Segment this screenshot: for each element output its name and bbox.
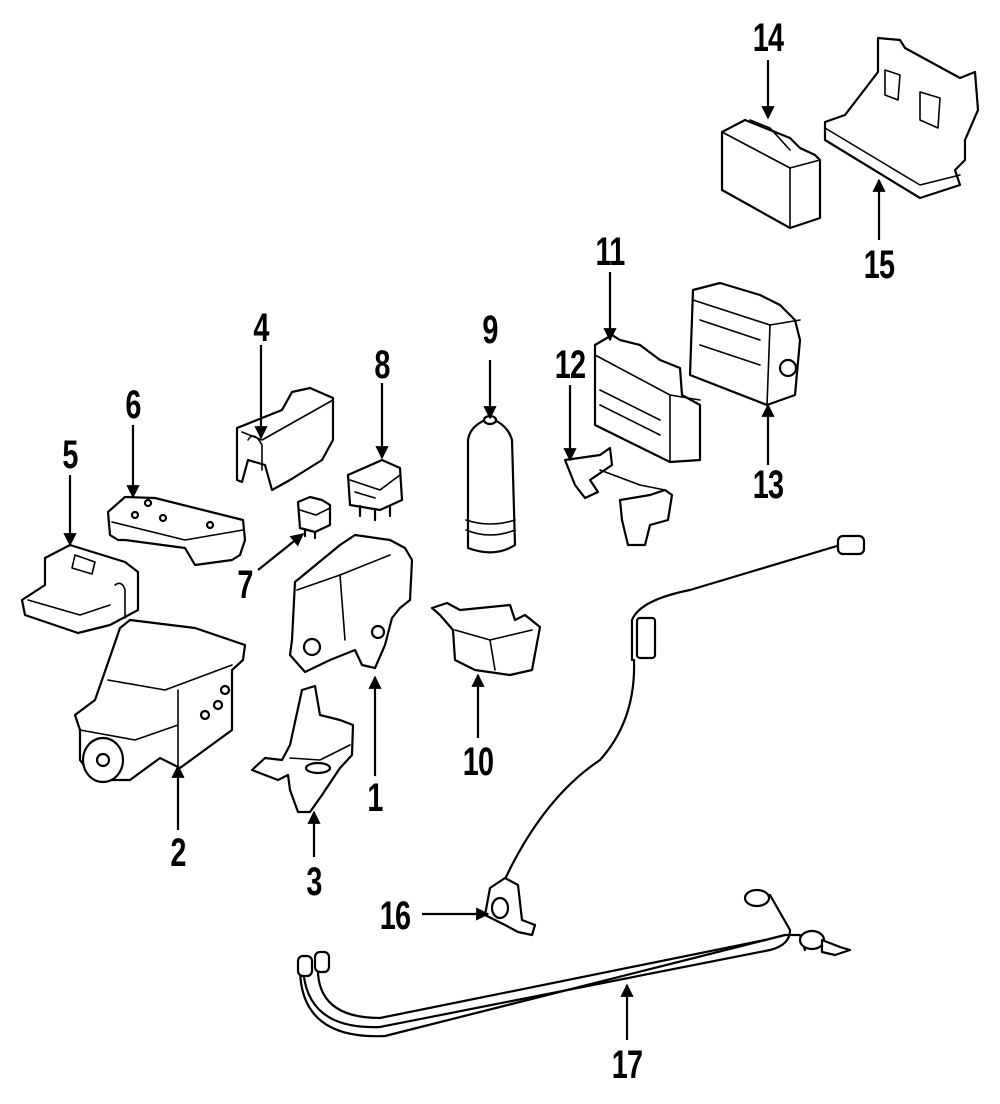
part-6-mounting-plate[interactable] (106, 495, 247, 567)
part-9-pressure-accumulator[interactable] (465, 414, 517, 554)
callout-15[interactable]: 15 (863, 243, 895, 287)
part-3-mounting-bracket[interactable] (250, 684, 355, 814)
callout-10[interactable]: 10 (462, 740, 494, 784)
part-8-relay[interactable] (346, 458, 404, 522)
callout-1[interactable]: 1 (367, 776, 383, 820)
callout-11[interactable]: 11 (595, 230, 625, 274)
callout-9[interactable]: 9 (482, 308, 498, 352)
callout-13[interactable]: 13 (752, 463, 784, 507)
callout-16[interactable]: 16 (379, 894, 411, 938)
part-17-sensor-wiring-harness[interactable] (296, 888, 852, 1038)
callout-5[interactable]: 5 (62, 433, 78, 477)
part-5-control-module-cover[interactable] (20, 543, 140, 635)
part-7-small-relay[interactable] (296, 495, 332, 540)
leader-7 (257, 533, 305, 571)
callout-4[interactable]: 4 (253, 306, 269, 350)
part-16-wheel-speed-sensor[interactable] (483, 534, 866, 937)
callout-14[interactable]: 14 (752, 16, 784, 60)
callout-8[interactable]: 8 (374, 343, 390, 387)
callout-7[interactable]: 7 (237, 563, 253, 607)
part-14-module-cover[interactable] (720, 118, 822, 230)
part-2-abs-hydraulic-unit[interactable] (73, 618, 247, 784)
callout-17[interactable]: 17 (611, 1043, 643, 1087)
part-10-accumulator-bracket[interactable] (430, 601, 542, 677)
part-13-electronic-control-unit[interactable] (688, 281, 802, 407)
part-15-module-mounting-bracket[interactable] (823, 36, 980, 200)
callout-2[interactable]: 2 (170, 831, 186, 875)
part-4-relay-cover[interactable] (235, 386, 335, 492)
callout-6[interactable]: 6 (125, 383, 141, 427)
part-12-module-bracket[interactable] (563, 446, 674, 547)
callout-12[interactable]: 12 (554, 343, 586, 387)
callout-3[interactable]: 3 (306, 860, 322, 904)
part-1-abs-modulator-valve[interactable] (288, 533, 414, 674)
part-11-control-module[interactable] (593, 333, 702, 464)
leader-lines (63, 60, 886, 1040)
